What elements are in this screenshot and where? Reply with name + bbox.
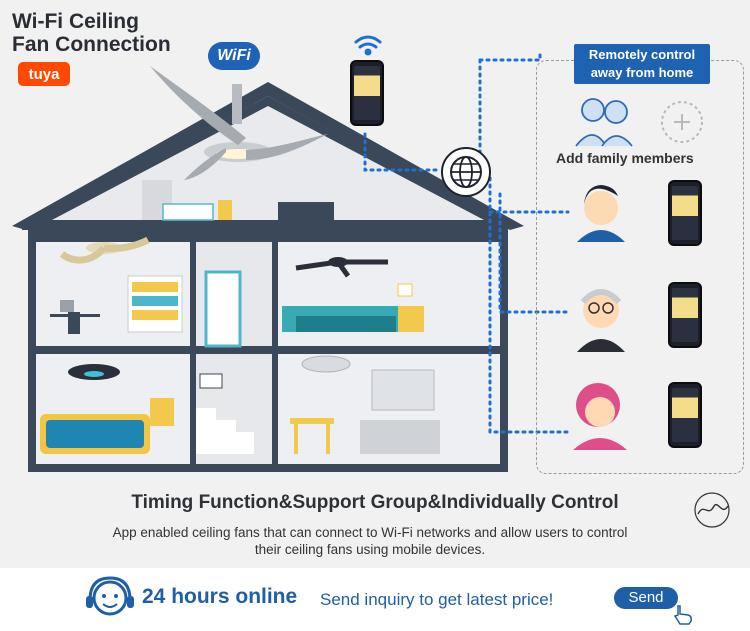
pointer-hand-icon xyxy=(673,605,692,625)
signature-logo xyxy=(694,492,730,528)
remote-label-line-1: Remotely control xyxy=(588,47,696,62)
inquiry-text[interactable]: Send inquiry to get latest price! xyxy=(320,590,554,609)
title-line-2: Fan Connection xyxy=(12,33,171,56)
phone-app-2 xyxy=(668,282,702,348)
family-group-icon xyxy=(575,98,633,147)
phone-app-3 xyxy=(668,382,702,448)
feature-headline: Timing Function&Support Group&Individual… xyxy=(131,492,619,513)
avatar-grandma xyxy=(573,383,627,450)
description-line-1: App enabled ceiling fans that can connec… xyxy=(112,525,628,540)
description-line-2: their ceiling fans using mobile devices. xyxy=(254,542,486,557)
wifi-signal-icon xyxy=(354,35,382,56)
attic xyxy=(52,106,484,220)
wifi-logo: WiFi xyxy=(208,42,260,70)
globe-network-icon xyxy=(441,147,491,197)
headset-support-icon xyxy=(86,576,134,616)
phone-app-1 xyxy=(668,180,702,246)
remote-label-line-2: away from home xyxy=(590,65,694,80)
online-hours-text: 24 hours online xyxy=(142,585,298,608)
add-family-label: Add family members xyxy=(556,150,694,166)
avatar-grandpa xyxy=(577,289,625,352)
page-title: Wi-Fi Ceiling Fan Connection xyxy=(12,10,171,56)
remote-control-label: Remotely control away from home xyxy=(574,44,710,84)
send-button[interactable]: Send xyxy=(614,587,678,609)
title-line-1: Wi-Fi Ceiling xyxy=(12,10,139,33)
avatar-young-man xyxy=(577,185,625,242)
feature-description: App enabled ceiling fans that can connec… xyxy=(40,524,700,558)
family-panel xyxy=(536,60,744,474)
connection-lines xyxy=(363,50,570,434)
tuya-logo: tuya xyxy=(18,62,70,86)
add-circle-icon xyxy=(661,101,703,143)
phone-app-main xyxy=(350,60,384,126)
